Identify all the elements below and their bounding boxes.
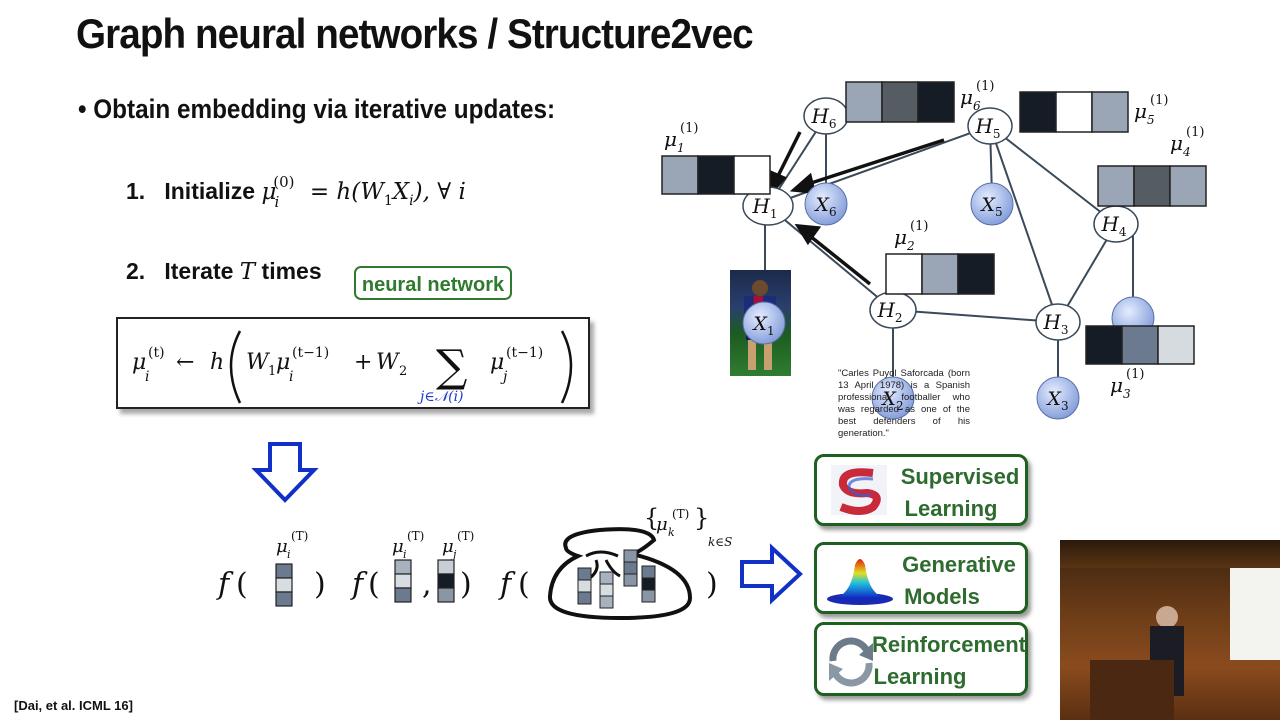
node-h5-label: H5 xyxy=(974,114,1000,141)
t-symbol: T xyxy=(239,259,256,285)
node-x2-label: X2 xyxy=(880,388,903,413)
svg-text:1: 1 xyxy=(268,364,276,379)
node-h5 xyxy=(967,107,1013,145)
node-h2-label: H2 xyxy=(876,298,902,325)
embedding-mu6 xyxy=(845,81,955,123)
svg-text:(1): (1) xyxy=(1186,125,1204,140)
svg-text:i: i xyxy=(145,369,149,385)
reinforcement-learning-box: Reinforcement Learning xyxy=(814,622,1028,696)
svg-text:4: 4 xyxy=(1182,145,1191,159)
svg-text:2: 2 xyxy=(906,239,915,253)
generative-label-1: Generative xyxy=(902,552,1016,577)
update-formula: μ i (t) ← h W 1 μ i (t−1) + W 2 ∑ j∈𝒩(i)… xyxy=(132,330,573,405)
embedding-mu4 xyxy=(1097,165,1207,207)
node-h3-label: H3 xyxy=(1042,310,1068,337)
svg-text:(t−1): (t−1) xyxy=(506,345,543,361)
embedding-mu3 xyxy=(1085,325,1195,365)
player-photo xyxy=(730,270,791,376)
embedding-mu5 xyxy=(1019,91,1129,133)
node-x3-label: X3 xyxy=(1045,388,1068,413)
svg-text:5: 5 xyxy=(1147,113,1155,127)
embedding-mu1 xyxy=(661,155,771,195)
svg-text:∑: ∑ xyxy=(436,341,467,392)
bullet-label: Obtain embedding via iterative updates: xyxy=(93,94,556,124)
classifier-icon xyxy=(831,465,887,515)
step2-number: 2. xyxy=(126,258,146,284)
node-h6-label: H6 xyxy=(810,104,836,131)
supervised-label-2: Learning xyxy=(904,496,998,521)
step2-label: Iterate xyxy=(164,258,234,284)
mu5-label: μ xyxy=(1134,99,1147,123)
svg-text:i: i xyxy=(289,369,293,385)
svg-text:(t−1): (t−1) xyxy=(292,345,329,361)
node-x5 xyxy=(970,182,1014,226)
step-initialize: 1. Initialize μi(0) = h(W1Xi), ∀ i xyxy=(126,173,466,211)
mu3-label: μ xyxy=(1110,373,1123,397)
svg-text:1: 1 xyxy=(677,141,685,155)
gaussian-icon xyxy=(827,559,893,605)
hidden-nodes: H1 H2 H3 H4 H5 H6 xyxy=(742,97,1139,341)
node-x3 xyxy=(1036,376,1080,420)
svg-text:μ: μ xyxy=(132,350,146,375)
neural-network-callout: neural network xyxy=(354,266,512,300)
step-iterate: 2. Iterate T times xyxy=(126,258,322,285)
mu2-label: μ xyxy=(894,225,907,249)
svg-text:(1): (1) xyxy=(976,79,994,94)
step1-label: Initialize xyxy=(164,178,256,204)
node-x5-label: X5 xyxy=(979,194,1002,219)
svg-text:W: W xyxy=(246,350,271,375)
reinforcement-label-2: Learning xyxy=(873,664,967,689)
svg-text:j: j xyxy=(500,369,508,385)
speaker-video-inset xyxy=(1060,540,1280,720)
svg-text:μ: μ xyxy=(276,350,290,375)
reinforcement-label-1: Reinforcement xyxy=(871,632,1027,657)
player-quote: "Carles Puyol Saforcada (born 13 April 1… xyxy=(838,368,970,439)
supervised-label-1: Supervised xyxy=(900,464,1020,489)
step2-label-after: times xyxy=(261,258,322,284)
update-formula-box: μ i (t) ← h W 1 μ i (t−1) + W 2 ∑ j∈𝒩(i)… xyxy=(116,317,590,409)
svg-text:(1): (1) xyxy=(680,121,698,136)
svg-text:W: W xyxy=(376,350,401,375)
node-h3 xyxy=(1035,303,1081,341)
citation: [Dai, et al. ICML 16] xyxy=(14,698,133,713)
node-x6 xyxy=(804,182,848,226)
svg-text:←: ← xyxy=(176,350,194,375)
svg-text:6: 6 xyxy=(973,99,981,113)
cycle-arrows-icon xyxy=(829,637,873,687)
init-formula: μi(0) = h(W1Xi), ∀ i xyxy=(261,173,466,211)
node-x2 xyxy=(871,376,915,420)
mu6-label: μ xyxy=(960,85,973,109)
generative-label-2: Models xyxy=(904,584,980,609)
svg-text:2: 2 xyxy=(399,364,407,379)
mu1-label: μ xyxy=(664,127,677,151)
node-h1-label: H1 xyxy=(751,194,777,221)
svg-text:(1): (1) xyxy=(1126,367,1144,382)
mu4-label: μ xyxy=(1170,131,1183,155)
svg-text:(t): (t) xyxy=(148,345,165,361)
svg-text:(1): (1) xyxy=(910,219,928,234)
svg-text:(1): (1) xyxy=(1150,93,1168,108)
node-x6-label: X6 xyxy=(813,194,836,219)
step1-number: 1. xyxy=(126,178,146,204)
svg-text:3: 3 xyxy=(1123,387,1131,401)
svg-text:h: h xyxy=(210,350,224,375)
slide-title: Graph neural networks / Structure2vec xyxy=(76,10,754,57)
bullet-text: • Obtain embedding via iterative updates… xyxy=(78,94,556,124)
generative-models-box: Generative Models xyxy=(814,542,1028,614)
supervised-learning-box: Supervised Learning xyxy=(814,454,1028,526)
svg-text:μ: μ xyxy=(490,350,504,375)
embedding-mu2 xyxy=(885,253,995,295)
node-h4-label: H4 xyxy=(1100,212,1126,239)
svg-text:+: + xyxy=(354,350,372,375)
svg-text:j∈𝒩(i): j∈𝒩(i) xyxy=(417,389,464,405)
